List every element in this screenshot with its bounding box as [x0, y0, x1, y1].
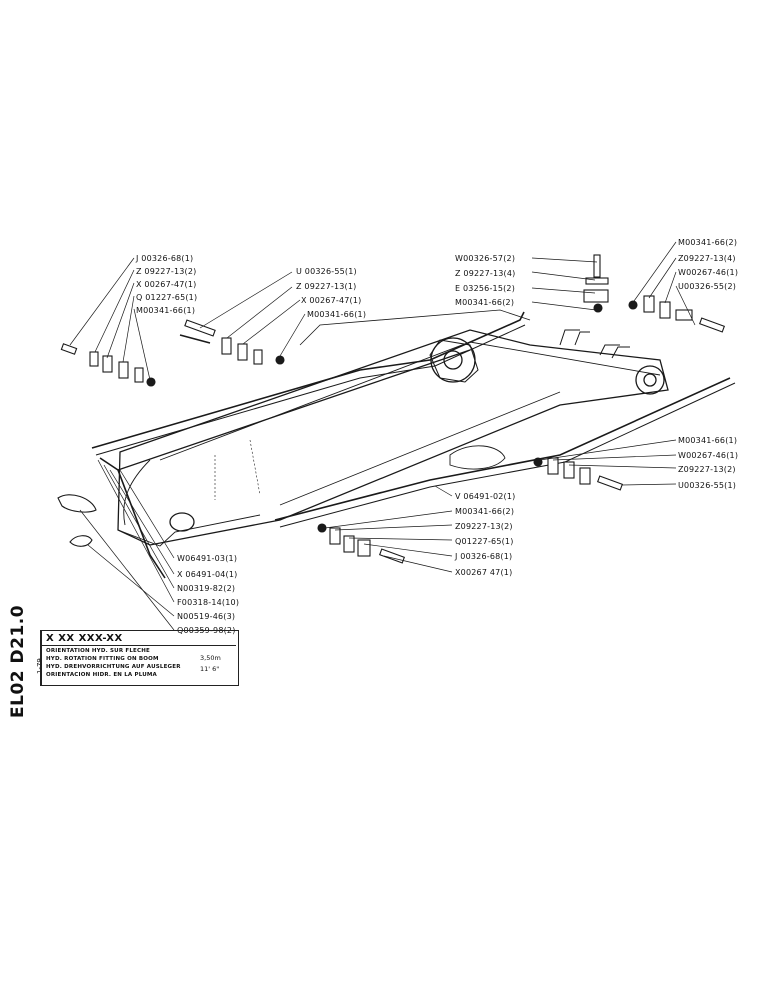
title-line-de: HYD. DREHVORRICHTUNG AUF AUSLEGER: [46, 664, 181, 670]
part-label: Z09227-13(2): [678, 465, 736, 474]
title-divider: [40, 645, 236, 646]
part-label: X 00267-47(1): [136, 280, 196, 289]
part-label: U 00326-55(1): [296, 267, 357, 276]
part-label: J 00326-68(1): [135, 254, 193, 263]
part-label: V 06491-02(1): [455, 492, 515, 501]
title-line-en: HYD. ROTATION FITTING ON BOOM: [46, 656, 159, 662]
part-label: Z09227-13(2): [455, 522, 513, 531]
part-label: U00326-55(2): [678, 282, 736, 291]
part-label: U00326-55(1): [678, 481, 736, 490]
part-label: M00341-66(1): [307, 310, 366, 319]
boom-body: [117, 309, 669, 547]
title-code: X XX XXX-XX: [46, 633, 123, 644]
part-label: N00519-46(3): [177, 612, 235, 621]
part-label: W00267-46(1): [678, 451, 738, 460]
leader-lines: [69, 241, 696, 631]
part-label: N00319-82(2): [177, 584, 235, 593]
spec-metric: 3,50m: [200, 654, 221, 662]
part-label: X 00267-47(1): [301, 296, 361, 305]
part-label: Z 09227-13(4): [455, 269, 515, 278]
part-label: Z 09227-13(1): [296, 282, 356, 291]
labels-left-bottom: W06491-03(1) X 06491-04(1) N00319-82(2) …: [177, 554, 239, 635]
part-label: X00267 47(1): [455, 568, 512, 577]
document-code: EL02 D21.0: [8, 604, 28, 718]
part-label: Z09227-13(4): [678, 254, 736, 263]
hydraulic-lines: [91, 311, 736, 579]
part-label: M00341-66(2): [455, 298, 514, 307]
title-block: X XX XXX-XX: [40, 630, 239, 686]
labels-center-bottom: V 06491-02(1) M00341-66(2) Z09227-13(2) …: [454, 492, 515, 577]
labels-right-mid: M00341-66(1) W00267-46(1) Z09227-13(2) U…: [678, 436, 738, 490]
part-label: J 00326-68(1): [454, 552, 512, 561]
spec-imperial: 11' 6": [200, 665, 220, 673]
part-label: F00318-14(10): [177, 598, 239, 607]
part-label: Z 09227-13(2): [136, 267, 196, 276]
part-label: X 06491-04(1): [177, 570, 237, 579]
labels-right-top-b: M00341-66(2) Z09227-13(4) W00267-46(1) U…: [678, 238, 738, 291]
part-label: W00326-57(2): [455, 254, 515, 263]
part-label: W00267-46(1): [678, 268, 738, 277]
part-label: W06491-03(1): [177, 554, 237, 563]
title-line-es: ORIENTACION HIDR. EN LA PLUMA: [46, 672, 158, 678]
part-label: M00341-66(1): [136, 306, 195, 315]
part-label: M00341-66(1): [678, 436, 737, 445]
part-label: M00341-66(2): [455, 507, 514, 516]
labels-left-top: J 00326-68(1) Z 09227-13(2) X 00267-47(1…: [135, 254, 197, 315]
labels-mid-top: U 00326-55(1) Z 09227-13(1) X 00267-47(1…: [296, 267, 366, 319]
title-line-fr: ORIENTATION HYD. SUR FLECHE: [46, 648, 151, 654]
part-label: Q01227-65(1): [455, 537, 514, 546]
part-label: E 03256-15(2): [455, 284, 515, 293]
labels-right-top-a: W00326-57(2) Z 09227-13(4) E 03256-15(2)…: [455, 254, 515, 307]
part-label: M00341-66(2): [678, 238, 737, 247]
part-label: Q 01227-65(1): [136, 293, 197, 302]
